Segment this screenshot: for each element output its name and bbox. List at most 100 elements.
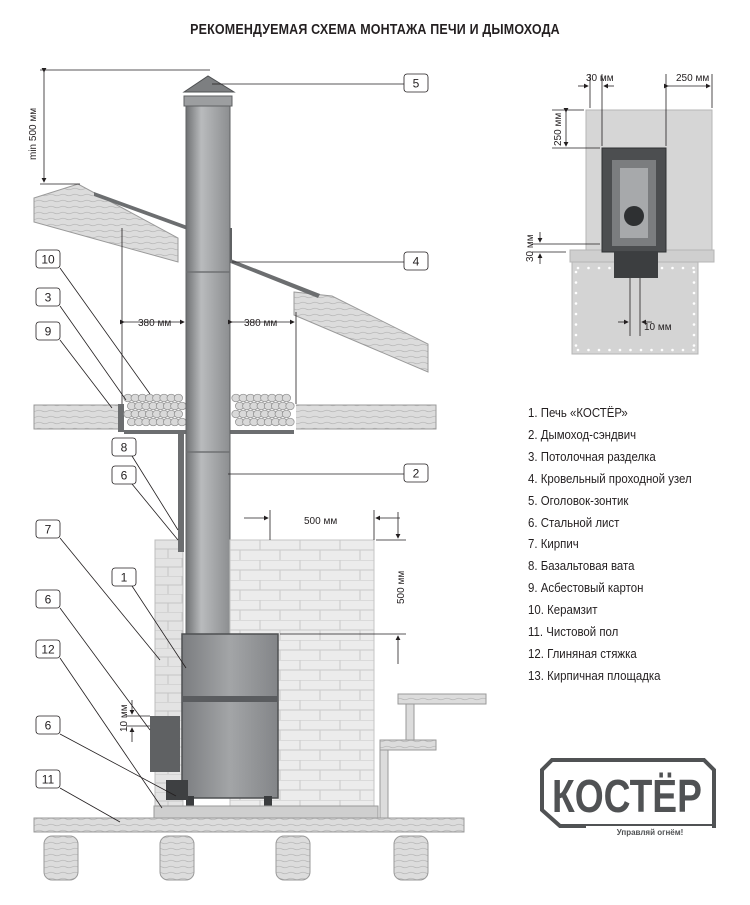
rivet bbox=[587, 266, 590, 270]
rivet bbox=[650, 348, 653, 352]
dimension-min-height bbox=[40, 68, 210, 185]
dim-roof-right-label: 380 мм bbox=[244, 318, 277, 329]
rivet bbox=[660, 348, 664, 352]
rivet bbox=[681, 348, 685, 352]
roof-right bbox=[228, 258, 429, 373]
pebble bbox=[177, 401, 187, 411]
top-dim-30-vertical-label: 30 мм bbox=[525, 234, 536, 262]
roof-left bbox=[33, 183, 193, 263]
rivet bbox=[660, 266, 664, 270]
callout-box bbox=[35, 249, 61, 269]
legend-item: 8. Базальтовая вата bbox=[528, 558, 635, 574]
legend-list: 1. Печь «КОСТЁР» 2. Дымоход-сэндвич 3. П… bbox=[528, 402, 714, 687]
dim-min-height-label: min 500 мм bbox=[28, 108, 39, 160]
top-dim-10-label: 10 мм bbox=[644, 322, 672, 333]
callout-box bbox=[35, 639, 61, 659]
callout-box bbox=[35, 769, 61, 789]
callout-leader bbox=[131, 585, 187, 669]
callout-box bbox=[35, 321, 61, 341]
rivet bbox=[574, 323, 578, 326]
rivet bbox=[692, 312, 696, 316]
stove bbox=[166, 633, 279, 806]
callout-leader bbox=[131, 455, 179, 531]
callout-leader bbox=[131, 483, 179, 541]
expanded-clay bbox=[123, 393, 295, 427]
callout-box bbox=[111, 567, 137, 587]
legend-item: 6. Стальной лист bbox=[528, 514, 620, 530]
callout-number: 6 bbox=[45, 719, 52, 733]
rivet bbox=[692, 270, 696, 274]
legend-item: 2. Дымоход-сэндвич bbox=[528, 426, 637, 442]
callout-box bbox=[35, 715, 61, 735]
rivet bbox=[692, 348, 695, 352]
rivet bbox=[597, 348, 601, 352]
legend-item: 7. Кирпич bbox=[528, 536, 579, 552]
callout-number: 5 bbox=[413, 77, 420, 91]
legend-item: 9. Асбестовый картон bbox=[528, 580, 644, 596]
pebble bbox=[177, 417, 187, 427]
pebble bbox=[173, 409, 183, 419]
rivet bbox=[574, 302, 578, 305]
callout-leader bbox=[59, 733, 177, 797]
logo-name: КОСТЁР bbox=[552, 770, 702, 822]
legend-item: 4. Кровельный проходной узел bbox=[528, 470, 692, 486]
legend-item: 13. Кирпичная площадка bbox=[528, 667, 661, 683]
dim-wall-width-label: 500 мм bbox=[304, 516, 337, 527]
rivet bbox=[574, 344, 578, 347]
dimension-step bbox=[126, 700, 150, 742]
rivet bbox=[574, 281, 578, 284]
callout-leader bbox=[59, 787, 121, 823]
dim-wall-height-label: 500 мм bbox=[396, 571, 407, 604]
callout-box bbox=[35, 589, 61, 609]
callout-number: 3 bbox=[45, 291, 52, 305]
rivet bbox=[692, 281, 696, 284]
bench bbox=[379, 693, 487, 819]
pebble bbox=[281, 393, 291, 403]
logo-tagline: Управляй огнём! bbox=[617, 828, 684, 837]
top-view bbox=[569, 109, 715, 355]
callout-box bbox=[403, 463, 429, 483]
callout-box bbox=[35, 287, 61, 307]
rivet bbox=[671, 266, 674, 270]
callout-leader bbox=[59, 537, 161, 661]
callout-leader bbox=[59, 305, 127, 401]
pebble bbox=[173, 393, 183, 403]
dimension-wall bbox=[244, 510, 406, 664]
rivet bbox=[681, 266, 685, 270]
chimney-pipe bbox=[183, 95, 233, 635]
rivet bbox=[618, 348, 622, 352]
rivet bbox=[692, 333, 696, 337]
callout-box bbox=[111, 437, 137, 457]
top-dim-250-height-label: 250 мм bbox=[553, 113, 564, 146]
callout-box bbox=[403, 251, 429, 271]
brick-wall-left bbox=[150, 434, 184, 817]
rivet bbox=[692, 291, 696, 295]
callout-number: 9 bbox=[45, 325, 52, 339]
callout-leader bbox=[59, 267, 151, 395]
callout-box bbox=[111, 465, 137, 485]
pebble bbox=[285, 401, 295, 411]
rivet bbox=[629, 348, 632, 352]
callout-number: 12 bbox=[41, 643, 55, 657]
legend-item: 12. Глиняная стяжка bbox=[528, 645, 637, 661]
callout-number: 6 bbox=[121, 469, 128, 483]
legend-item: 11. Чистовой пол bbox=[528, 624, 619, 640]
rivet bbox=[692, 323, 696, 326]
callout-number: 6 bbox=[45, 593, 52, 607]
callout-number: 1 bbox=[121, 571, 128, 585]
callout-leader bbox=[59, 607, 151, 731]
rivet bbox=[587, 348, 590, 352]
callout-number: 4 bbox=[413, 255, 420, 269]
callout-leader bbox=[59, 657, 163, 809]
legend-item: 5. Оголовок-зонтик bbox=[528, 492, 629, 508]
rivet bbox=[608, 266, 611, 270]
floor bbox=[33, 805, 465, 881]
callout-leader bbox=[59, 339, 113, 409]
rivet bbox=[574, 312, 578, 316]
pebble bbox=[285, 417, 295, 427]
top-dim-30-label: 30 мм bbox=[586, 73, 614, 84]
dim-step-label: 10 мм bbox=[119, 704, 130, 732]
rivet bbox=[574, 270, 578, 274]
dimension-roof bbox=[120, 228, 297, 404]
